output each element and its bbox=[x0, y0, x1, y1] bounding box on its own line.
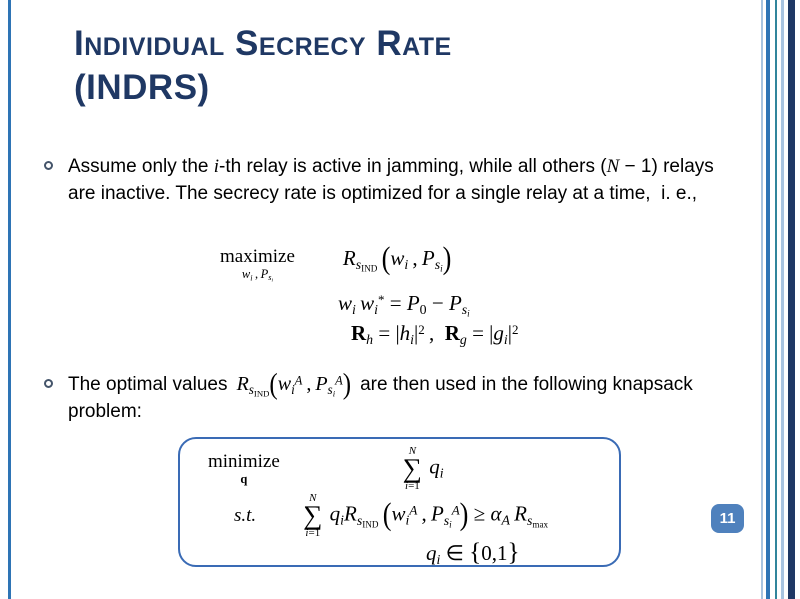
bullet-item-2: The optimal values RsIND(wiA , PsiA) are… bbox=[44, 368, 736, 425]
minimize-label: minimize bbox=[208, 450, 280, 472]
maximize-equation-block: maximize wi , Psi RsIND (wi , Psi) wi wi… bbox=[220, 241, 519, 347]
page-number: 11 bbox=[719, 510, 736, 527]
binary-domain-expression: qi ∈ {0,1} bbox=[426, 539, 520, 568]
minimize-row: minimize q N∑i=1 qi bbox=[208, 445, 607, 492]
title-line-2: (INDRS) bbox=[74, 67, 210, 107]
bullet-text-1: Assume only the i-th relay is active in … bbox=[68, 156, 714, 204]
right-accent-line-3 bbox=[775, 0, 777, 599]
minimize-operator: minimize q bbox=[208, 451, 280, 487]
page-number-badge: 11 bbox=[711, 504, 744, 533]
objective-expression: RsIND (wi , Psi) bbox=[342, 241, 452, 276]
knapsack-objective: N∑i=1 qi bbox=[402, 445, 444, 493]
slide-title: Individual Secrecy Rate (INDRS) bbox=[74, 22, 734, 110]
right-accent-line-4 bbox=[781, 0, 784, 599]
left-accent-line bbox=[8, 0, 11, 599]
bullet-icon bbox=[44, 161, 53, 170]
bullet-text-2: The optimal values RsIND(wiA , PsiA) are… bbox=[68, 368, 693, 423]
power-constraint-equation: wi wi* = P0 − Psi bbox=[338, 290, 470, 319]
minimize-variable: q bbox=[240, 471, 248, 486]
maximize-variables: wi , Psi bbox=[241, 266, 274, 284]
subject-to-label: s.t. bbox=[234, 504, 257, 526]
maximize-row: maximize wi , Psi RsIND (wi , Psi) bbox=[220, 241, 519, 284]
knapsack-constraint: N∑i=1 qiRsIND (wiA , PsiA) ≥ αA Rsmax bbox=[303, 492, 549, 540]
bullet-item-1: Assume only the i-th relay is active in … bbox=[44, 153, 736, 207]
right-accent-line-1 bbox=[761, 0, 763, 599]
maximize-label: maximize bbox=[220, 246, 295, 267]
channel-gain-equation: Rh = |hi|2 , Rg = |gi|2 bbox=[351, 320, 519, 347]
right-accent-line-5 bbox=[788, 0, 795, 599]
maximize-operator: maximize wi , Psi bbox=[220, 246, 295, 284]
constraint-row: s.t. N∑i=1 qiRsIND (wiA , PsiA) ≥ αA Rsm… bbox=[234, 492, 607, 539]
bullet-icon bbox=[44, 379, 53, 388]
knapsack-problem-box: minimize q N∑i=1 qi s.t. N∑i=1 qiRsIND (… bbox=[178, 437, 621, 567]
title-line-1: Individual Secrecy Rate bbox=[74, 24, 452, 63]
right-accent-line-2 bbox=[766, 0, 770, 599]
